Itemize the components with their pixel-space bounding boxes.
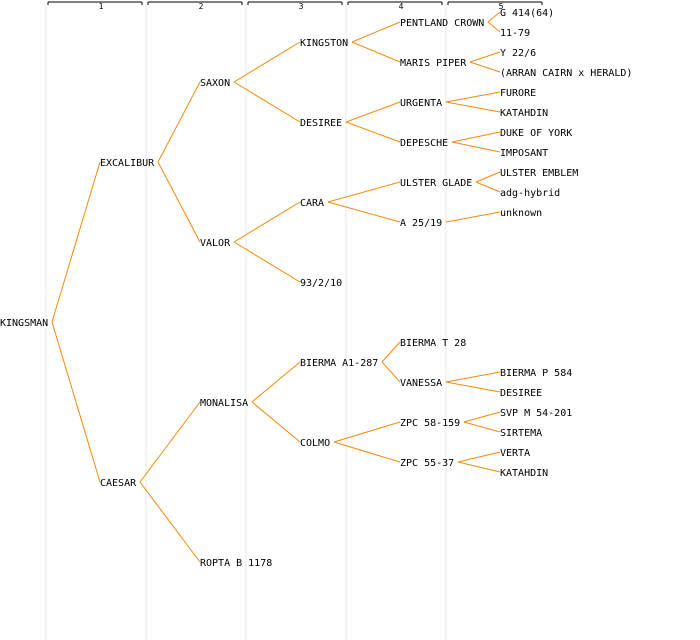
pedigree-connector (251, 361, 301, 403)
pedigree-node-label[interactable]: IMPOSANT (500, 148, 548, 159)
pedigree-nodes: G 414(64) 11-79 PENTLAND CROWN Y 22/6 (ARRAN… (0, 8, 632, 569)
pedigree-connector (469, 51, 501, 63)
pedigree-node-label[interactable]: DUKE OF YORK (500, 128, 572, 139)
column-number-label: 2 (199, 2, 204, 11)
pedigree-connector (233, 241, 301, 283)
pedigree-connector (333, 421, 401, 443)
pedigree-connector (327, 201, 401, 223)
pedigree-node-label[interactable]: 11-79 (500, 28, 530, 39)
pedigree-connector (463, 421, 501, 433)
pedigree-connector (51, 321, 101, 483)
column-number-label: 4 (399, 2, 404, 11)
pedigree-node-label[interactable]: BIERMA P 584 (500, 368, 572, 379)
pedigree-connector (445, 91, 501, 103)
column-number-label: 1 (99, 2, 104, 11)
pedigree-node-label[interactable]: VANESSA (400, 378, 442, 389)
pedigree-node-label[interactable]: G 414(64) (500, 8, 554, 19)
pedigree-connector (487, 11, 501, 23)
pedigree-connector (445, 101, 501, 113)
pedigree-node-label[interactable]: DESIREE (500, 388, 542, 399)
column-number-label: 3 (299, 2, 304, 11)
pedigree-connector (51, 161, 101, 323)
pedigree-node-label[interactable]: DEPESCHE (400, 138, 448, 149)
pedigree-node-label[interactable]: ZPC 58-159 (400, 418, 460, 429)
pedigree-node-label[interactable]: CARA (300, 198, 324, 209)
pedigree-node-label[interactable]: MARIS PIPER (400, 58, 467, 69)
pedigree-node-label[interactable]: PENTLAND CROWN (400, 18, 484, 29)
pedigree-connector (233, 201, 301, 243)
pedigree-node-label[interactable]: BIERMA T 28 (400, 338, 466, 349)
pedigree-connector (381, 361, 401, 383)
pedigree-node-label[interactable]: SVP M 54-201 (500, 408, 572, 419)
pedigree-node-label[interactable]: SAXON (200, 78, 230, 89)
pedigree-node-label[interactable]: SIRTEMA (500, 428, 542, 439)
pedigree-connector (351, 21, 401, 43)
pedigree-edges (51, 11, 501, 563)
pedigree-node-label[interactable]: Y 22/6 (500, 48, 536, 59)
pedigree-connector (157, 81, 201, 163)
pedigree-node-label[interactable]: URGENTA (400, 98, 442, 109)
pedigree-node-label[interactable]: adg-hybrid (500, 188, 560, 199)
pedigree-node-label[interactable]: ROPTA B 1178 (200, 558, 272, 569)
pedigree-connector (333, 441, 401, 463)
pedigree-node-label[interactable]: COLMO (300, 438, 330, 449)
pedigree-connector (139, 481, 201, 563)
pedigree-connector (233, 41, 301, 83)
pedigree-node-label[interactable]: KATAHDIN (500, 468, 548, 479)
pedigree-node-label[interactable]: CAESAR (100, 478, 137, 489)
pedigree-connector (445, 371, 501, 383)
pedigree-connector (457, 451, 501, 463)
pedigree-connector (451, 131, 501, 143)
pedigree-connector (327, 181, 401, 203)
pedigree-node-label[interactable]: KINGSMAN (0, 318, 48, 329)
pedigree-node-label[interactable]: VALOR (200, 238, 231, 249)
pedigree-connector (139, 401, 201, 483)
pedigree-node-label[interactable]: BIERMA A1-287 (300, 358, 378, 369)
pedigree-node-label[interactable]: (ARRAN CAIRN x HERALD) (500, 68, 632, 79)
pedigree-node-label[interactable]: A 25/19 (400, 218, 442, 229)
pedigree-connector (463, 411, 501, 423)
pedigree-node-label[interactable]: ULSTER EMBLEM (500, 168, 578, 179)
pedigree-connector (445, 381, 501, 393)
pedigree-node-label[interactable]: KATAHDIN (500, 108, 548, 119)
pedigree-node-label[interactable]: ULSTER GLADE (400, 178, 472, 189)
column-number-label: 5 (499, 2, 504, 11)
pedigree-connector (351, 41, 401, 63)
pedigree-connector (445, 211, 501, 223)
pedigree-connector (457, 461, 501, 473)
pedigree-node-label[interactable]: VERTA (500, 448, 530, 459)
pedigree-connector (475, 171, 501, 183)
pedigree-connector (381, 341, 401, 363)
pedigree-connector (469, 61, 501, 73)
pedigree-connector (475, 181, 501, 193)
pedigree-connector (345, 121, 401, 143)
pedigree-node-label[interactable]: ZPC 55-37 (400, 458, 454, 469)
pedigree-connector (157, 161, 201, 243)
pedigree-node-label[interactable]: KINGSTON (300, 38, 348, 49)
pedigree-connector (487, 21, 501, 33)
pedigree-node-label[interactable]: 93/2/10 (300, 278, 342, 289)
pedigree-node-label[interactable]: FURORE (500, 88, 536, 99)
pedigree-node-label[interactable]: MONALISA (200, 398, 248, 409)
pedigree-connector (233, 81, 301, 123)
column-grid: 1 2 3 4 5 (45, 1, 543, 640)
pedigree-node-label[interactable]: DESIREE (300, 118, 342, 129)
pedigree-connector (451, 141, 501, 153)
pedigree-connector (251, 401, 301, 443)
pedigree-connector (345, 101, 401, 123)
pedigree-node-label[interactable]: unknown (500, 208, 542, 219)
pedigree-node-label[interactable]: EXCALIBUR (100, 158, 155, 169)
